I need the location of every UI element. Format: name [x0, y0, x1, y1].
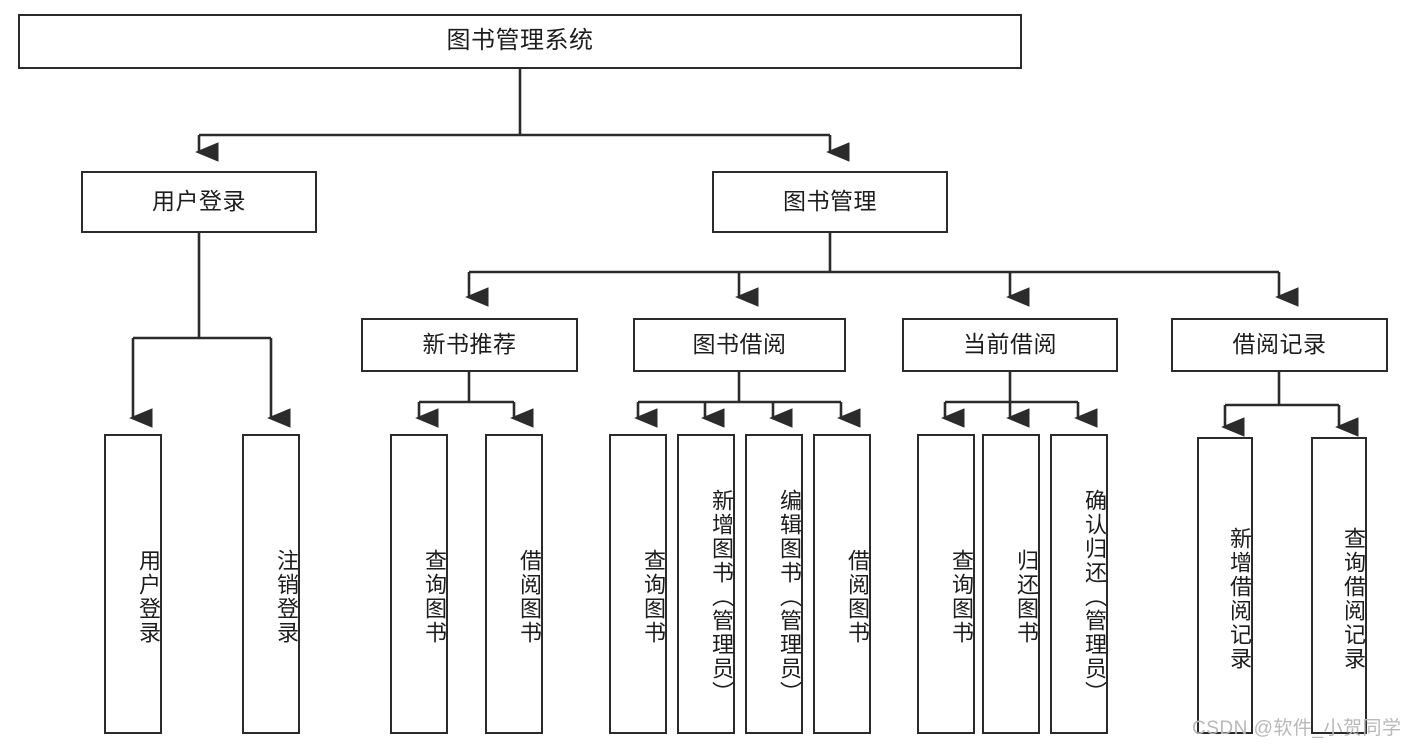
node-root-system-label: 图书管理系统 — [446, 27, 594, 55]
node-book-management-label: 图书管理 — [783, 188, 877, 215]
leaf-logout[interactable]: 注销登录 — [242, 434, 300, 734]
node-current-borrow-label: 当前借阅 — [963, 331, 1057, 358]
node-book-management[interactable]: 图书管理 — [712, 171, 948, 233]
node-book-borrow-label: 图书借阅 — [692, 331, 787, 358]
leaf-currentborrow-confirm-return[interactable]: 确认归还（管理员） — [1050, 434, 1108, 734]
node-borrow-record-label: 借阅记录 — [1232, 331, 1327, 358]
leaf-newbook-query-book-label: 查询图书 — [422, 549, 447, 645]
node-book-borrow[interactable]: 图书借阅 — [633, 318, 846, 372]
leaf-bookborrow-add-book-label: 新增图书（管理员） — [709, 489, 734, 705]
node-borrow-record[interactable]: 借阅记录 — [1171, 318, 1388, 372]
node-new-book-recommend[interactable]: 新书推荐 — [361, 318, 578, 372]
leaf-bookborrow-borrow-book-label: 借阅图书 — [845, 549, 870, 645]
leaf-borrowrecord-add-record-label: 新增借阅记录 — [1227, 526, 1252, 671]
node-current-borrow[interactable]: 当前借阅 — [902, 318, 1118, 372]
leaf-currentborrow-query-book-label: 查询图书 — [949, 549, 974, 645]
leaf-user-login[interactable]: 用户登录 — [104, 434, 162, 734]
leaf-newbook-borrow-book-label: 借阅图书 — [517, 549, 542, 645]
leaf-bookborrow-borrow-book[interactable]: 借阅图书 — [813, 434, 871, 734]
leaf-borrowrecord-add-record[interactable]: 新增借阅记录 — [1197, 437, 1253, 734]
leaf-newbook-query-book[interactable]: 查询图书 — [390, 434, 448, 734]
leaf-newbook-borrow-book[interactable]: 借阅图书 — [485, 434, 543, 734]
leaf-bookborrow-edit-book[interactable]: 编辑图书（管理员） — [745, 434, 803, 734]
leaf-currentborrow-return-book[interactable]: 归还图书 — [982, 434, 1040, 734]
leaf-bookborrow-edit-book-label: 编辑图书（管理员） — [777, 489, 802, 705]
node-new-book-recommend-label: 新书推荐 — [422, 331, 517, 358]
leaf-currentborrow-return-book-label: 归还图书 — [1014, 549, 1039, 645]
leaf-bookborrow-query-book-label: 查询图书 — [641, 549, 666, 645]
leaf-bookborrow-add-book[interactable]: 新增图书（管理员） — [677, 434, 735, 734]
node-root-system[interactable]: 图书管理系统 — [18, 14, 1022, 69]
leaf-currentborrow-confirm-return-label: 确认归还（管理员） — [1082, 489, 1107, 705]
node-user-login[interactable]: 用户登录 — [81, 171, 317, 233]
node-user-login-label: 用户登录 — [152, 188, 246, 215]
leaf-logout-label: 注销登录 — [274, 549, 299, 645]
watermark-credit: CSDN @软件_小贺同学 — [1192, 718, 1402, 739]
leaf-user-login-label: 用户登录 — [136, 549, 161, 645]
leaf-borrowrecord-query-record[interactable]: 查询借阅记录 — [1311, 437, 1367, 734]
leaf-bookborrow-query-book[interactable]: 查询图书 — [609, 434, 667, 734]
leaf-currentborrow-query-book[interactable]: 查询图书 — [917, 434, 975, 734]
leaf-borrowrecord-query-record-label: 查询借阅记录 — [1341, 526, 1366, 671]
